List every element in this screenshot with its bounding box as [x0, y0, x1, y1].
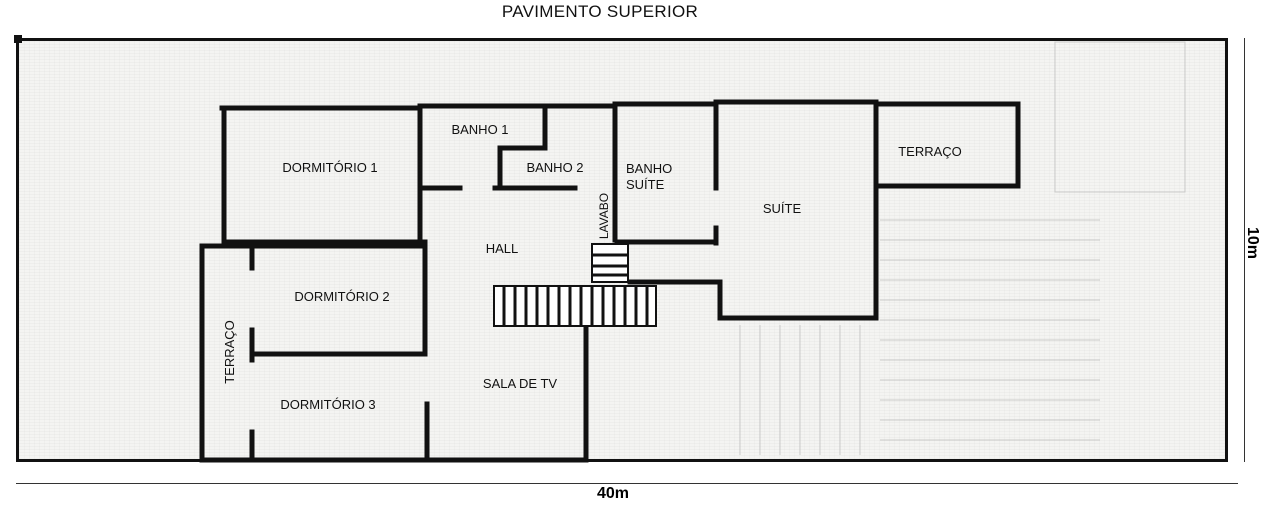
room-dormitorio-1: DORMITÓRIO 1 [282, 160, 378, 175]
height-dimension-line [1244, 38, 1245, 462]
stairs-lower [493, 285, 657, 327]
room-suite: SUÍTE [762, 201, 802, 216]
room-lavabo: LAVABO [597, 192, 611, 240]
room-terraco-right: TERRAÇO [898, 144, 962, 159]
room-dormitorio-3: DORMITÓRIO 3 [280, 397, 376, 412]
width-dimension-line [16, 483, 1238, 484]
room-hall: HALL [485, 241, 519, 256]
room-banho-suite: BANHO SUÍTE [626, 161, 673, 192]
room-terraco-left: TERRAÇO [222, 320, 237, 384]
width-dimension-label: 40m [597, 485, 630, 502]
height-dimension-label: 10m [1244, 226, 1262, 260]
room-sala-tv: SALA DE TV [482, 376, 558, 391]
corner-marker [14, 35, 22, 43]
room-banho-2: BANHO 2 [526, 160, 584, 175]
deck-hatching [739, 41, 1186, 455]
room-dormitorio-2: DORMITÓRIO 2 [294, 289, 390, 304]
plan-title: PAVIMENTO SUPERIOR [501, 2, 699, 21]
room-banho-1: BANHO 1 [451, 122, 509, 137]
